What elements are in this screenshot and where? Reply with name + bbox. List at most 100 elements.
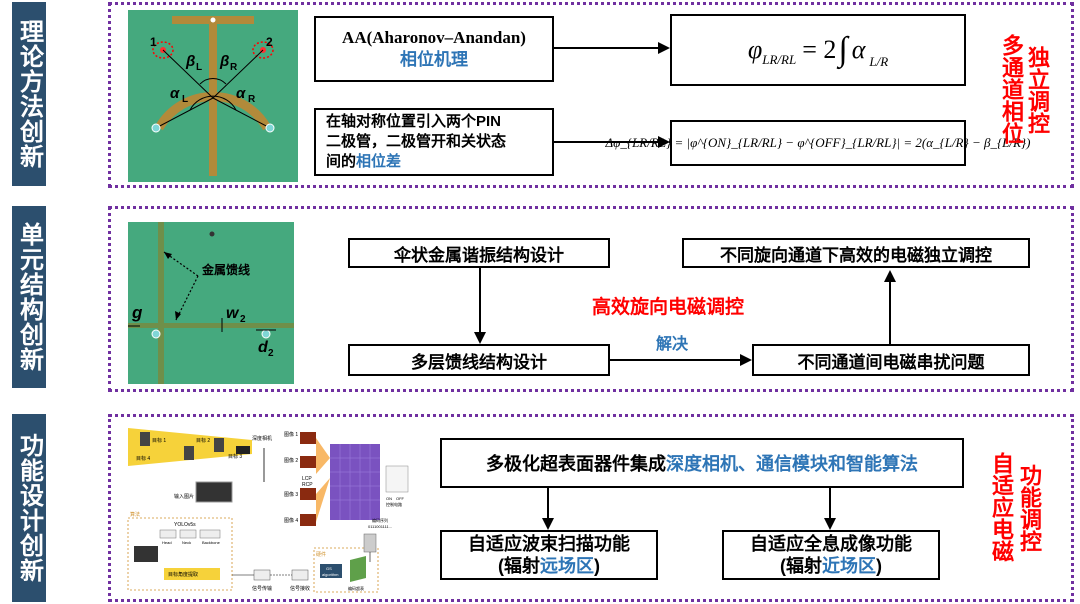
unit-structure-svg: 金属馈线 g w 2 d 2 (128, 222, 294, 384)
image4-label: 图像 4 (284, 517, 298, 524)
beam-scanning-box: 自适应波束扫描功能 (辐射远场区) (440, 530, 658, 580)
pin-line3b: 相位差 (356, 153, 402, 170)
target1-label: 目标 1 (152, 437, 166, 444)
lcp-label: LCP (302, 476, 312, 482)
width-w2-label: w (226, 305, 240, 322)
code-value-label: 0111001111... (368, 524, 392, 529)
integration-text-b: 深度相机、通信模块和智能算法 (666, 454, 918, 474)
holography-box: 自适应全息成像功能 (辐射近场区) (722, 530, 940, 580)
formula1-alpha: α (851, 35, 866, 64)
feed-line-label: 金属馈线 (201, 262, 250, 277)
rcp-label: RCP (302, 482, 313, 488)
code-seq-label: 编码序列 (372, 517, 388, 523)
aa-mechanism-box: AA(Aharonov–Anandan) 相位机理 (314, 16, 554, 82)
beta-l-sub: L (196, 62, 202, 73)
on-label: ON (386, 496, 392, 501)
beam-scanning-suffix: ) (594, 556, 600, 576)
arrow-pin-to-formula (554, 136, 670, 148)
depth-camera-label: 深度相机 (252, 435, 272, 442)
formula1-integral: ∫ (838, 31, 848, 68)
umbrella-resonator-label: 伞状金属谐振结构设计 (394, 245, 564, 265)
system-illustration-svg: 目标 1 目标 4 目标 2 目标 3 深度相机 输入图片 算法 YOLOv5s… (127, 428, 409, 593)
distance-d2-sub: 2 (268, 348, 274, 359)
yolo-label: YOLOv5s (174, 522, 196, 528)
formula1-alpha-sub: L/R (869, 54, 889, 69)
beam-scanning-prefix: (辐射 (498, 556, 540, 576)
formula2-box: Δφ_{LR/RL} = |φ^{ON}_{LR/RL} − φ^{OFF}_{… (606, 120, 1030, 166)
arrow-crosstalk-to-independent (884, 270, 896, 346)
beam-scanning-title: 自适应波束扫描功能 (468, 534, 630, 554)
solve-label: 解决 (656, 336, 689, 353)
target2-label: 目标 2 (196, 437, 210, 444)
input-image-label: 输入图片 (174, 493, 194, 500)
head-label: Head (162, 540, 172, 545)
gs-algorithm-label: algorithm (322, 572, 339, 577)
pin-line3a: 间的 (326, 153, 357, 170)
algorithm-label: 算法 (130, 511, 140, 518)
umbrella-resonator-box: 伞状金属谐振结构设计 (348, 238, 610, 268)
far-field-label: 远场区 (540, 556, 594, 576)
label-independent-control: 独立调控 (1025, 46, 1050, 134)
pin-diode-box: 在轴对称位置引入两个PIN 二极管，二极管开和关状态 间的相位差 (314, 108, 554, 176)
beta-r-sub: R (230, 62, 238, 73)
beta-r-label: β (219, 53, 229, 70)
target4-label: 目标 4 (136, 455, 150, 462)
arrow-to-beam-scanning (542, 488, 554, 530)
gs-label: GS (326, 566, 332, 571)
off-label: OFF (396, 496, 405, 501)
integration-text-a: 多极化超表面器件集成 (486, 454, 666, 474)
arrow-umbrella-to-multilayer (474, 268, 486, 344)
sidebar-function-label: 功能设计创新 (15, 433, 43, 583)
sidebar-function: 功能设计创新 (12, 414, 46, 602)
distance-d2-label: d (258, 339, 269, 356)
aa-title: AA(Aharonov–Anandan) (342, 28, 526, 47)
metasurface-label: 编码超表 (348, 585, 364, 591)
signal-recv-label: 信号接收 (290, 585, 310, 592)
pin-line1: 在轴对称位置引入两个PIN (326, 113, 502, 130)
target3-label: 目标 3 (228, 453, 242, 460)
arrow-multilayer-to-crosstalk (610, 354, 752, 366)
formula1-eq: = 2 (802, 35, 837, 64)
sidebar-theory: 理论方法创新 (12, 2, 46, 186)
antenna-diagram-1: 1 2 β L β R α L α R (128, 10, 298, 182)
signal-send-label: 信号传输 (252, 585, 272, 592)
formula1-box: φ LR/RL = 2 ∫ α L/R (670, 14, 966, 86)
formula1-phi: φ (747, 35, 763, 64)
image3-label: 图像 3 (284, 491, 298, 498)
independent-control-label: 不同旋向通道下高效的电磁独立调控 (720, 245, 992, 265)
label-adaptive-em: 自适应电磁 (989, 452, 1014, 562)
holography-title: 自适应全息成像功能 (750, 534, 912, 554)
label-function-control: 功能调控 (1017, 464, 1042, 552)
integration-box: 多极化超表面器件集成深度相机、通信模块和智能算法 (440, 438, 964, 488)
aa-subtitle: 相位机理 (400, 50, 468, 69)
label-multichannel-phase: 多通道相位 (999, 34, 1024, 144)
image1-label: 图像 1 (284, 431, 298, 438)
section-theory-panel (108, 2, 1074, 188)
crosstalk-label: 不同通道间电磁串扰问题 (797, 352, 985, 372)
antenna-diagram-1-svg: 1 2 β L β R α L α R (150, 16, 275, 176)
alpha-r-label: α (236, 85, 246, 102)
unit-structure-diagram: 金属馈线 g w 2 d 2 (128, 222, 294, 384)
circuit-label: 控制电路 (386, 501, 402, 507)
alpha-l-sub: L (182, 94, 188, 105)
image2-label: 图像 2 (284, 457, 298, 464)
section-unit-panel (108, 206, 1074, 392)
sidebar-theory-label: 理论方法创新 (15, 19, 43, 169)
hardware-label: 硬件 (316, 551, 326, 558)
section-function-panel (108, 414, 1074, 602)
arrow-to-holography (824, 488, 836, 530)
efficient-control-text: 高效旋向电磁调控 (592, 297, 745, 318)
independent-control-box: 不同旋向通道下高效的电磁独立调控 (682, 238, 1030, 268)
sidebar-unit-label: 单元结构创新 (15, 222, 43, 372)
alpha-r-sub: R (248, 94, 256, 105)
pin-line2: 二极管，二极管开和关状态 (326, 133, 507, 150)
gap-g-label: g (131, 303, 143, 322)
width-w2-sub: 2 (240, 314, 246, 325)
backbone-label: Backbone (202, 540, 221, 545)
port1-label: 1 (150, 35, 157, 49)
beta-l-label: β (185, 53, 195, 70)
holography-prefix: (辐射 (780, 556, 822, 576)
angle-extract-label: 目标角度提取 (168, 571, 198, 578)
port2-label: 2 (266, 35, 273, 49)
multilayer-feed-box: 多层馈线结构设计 (348, 344, 610, 376)
